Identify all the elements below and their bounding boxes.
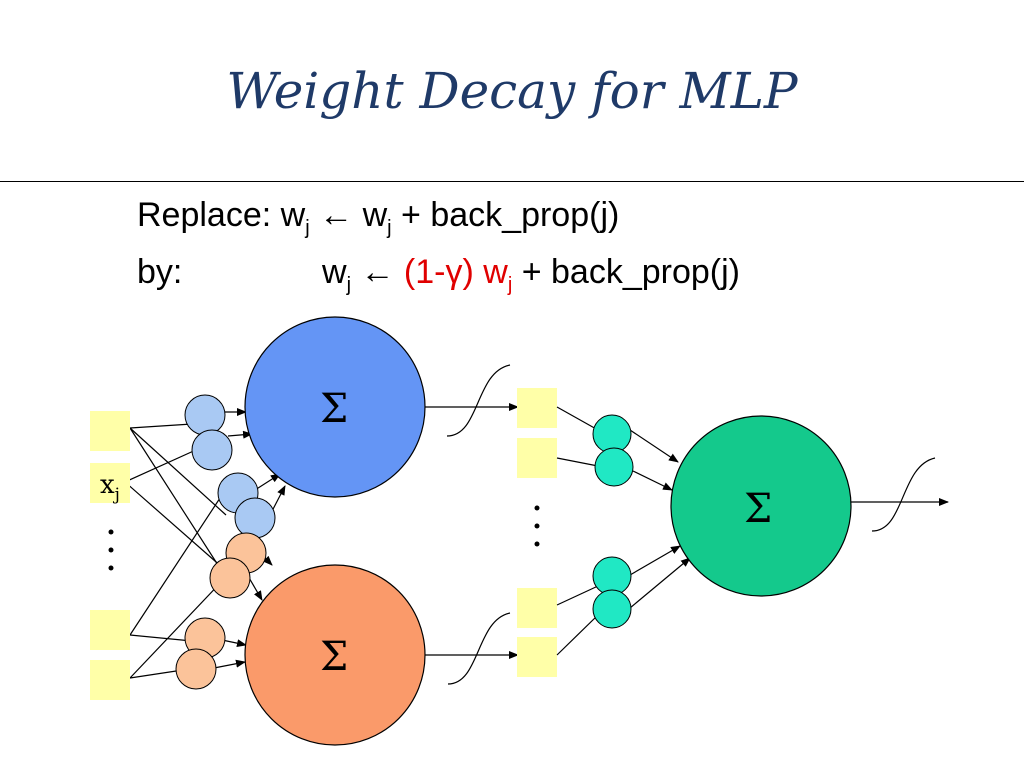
layer2-weights — [592, 414, 634, 629]
by-rule: wj ← (1-γ) wj + back_prop(j) — [322, 252, 740, 296]
hidden-box — [517, 588, 557, 628]
hidden-output-nodes — [517, 388, 557, 677]
sum-symbol: Σ — [744, 486, 772, 532]
layer1-weights — [175, 394, 276, 690]
input-box-xj — [90, 463, 130, 503]
decay-term: (1-γ) wj — [403, 253, 513, 296]
layer2-connections — [556, 406, 599, 656]
weight-node — [209, 557, 251, 599]
activation-curve — [871, 457, 936, 532]
output-neuron — [670, 415, 852, 597]
input-box — [90, 411, 130, 451]
input-nodes — [90, 411, 130, 700]
input-box — [90, 660, 130, 700]
replace-rhs: wj — [362, 196, 392, 239]
input-label: xj — [100, 470, 120, 505]
input-box — [90, 610, 130, 650]
weight-node — [191, 429, 233, 471]
page-title: Weight Decay for MLP — [226, 62, 798, 120]
input-ellipsis — [108, 529, 114, 571]
hidden-outputs — [425, 364, 519, 685]
sum-symbol: Σ — [320, 634, 348, 680]
weight-node — [234, 497, 276, 539]
activation-curve — [446, 364, 511, 437]
hidden-box — [517, 438, 557, 478]
hidden-box — [517, 637, 557, 677]
activation-curve — [447, 612, 511, 685]
replace-label: Replace: — [137, 196, 272, 234]
weight-node — [592, 414, 632, 454]
by-rest: + back_prop(j) — [521, 253, 740, 291]
sum-symbol: Σ — [320, 386, 348, 432]
replace-lhs: wj — [280, 196, 310, 239]
weight-node — [592, 589, 632, 629]
replace-rule: Replace: wj ← wj + back_prop(j) — [137, 195, 620, 239]
replace-arrow: ← — [319, 196, 354, 234]
by-arrow: ← — [360, 253, 395, 291]
layer2-arrows — [629, 429, 691, 609]
replace-rest: + back_prop(j) — [401, 196, 620, 234]
final-output — [851, 457, 949, 532]
weight-node — [184, 394, 226, 436]
weight-node — [594, 447, 634, 487]
by-rule-label: by: — [137, 253, 183, 291]
weight-node — [175, 648, 217, 690]
hidden-box — [517, 388, 557, 428]
weight-node — [592, 556, 632, 596]
hidden-ellipsis — [534, 505, 540, 547]
title-divider — [0, 181, 1024, 182]
by-lhs: wj — [322, 253, 352, 296]
